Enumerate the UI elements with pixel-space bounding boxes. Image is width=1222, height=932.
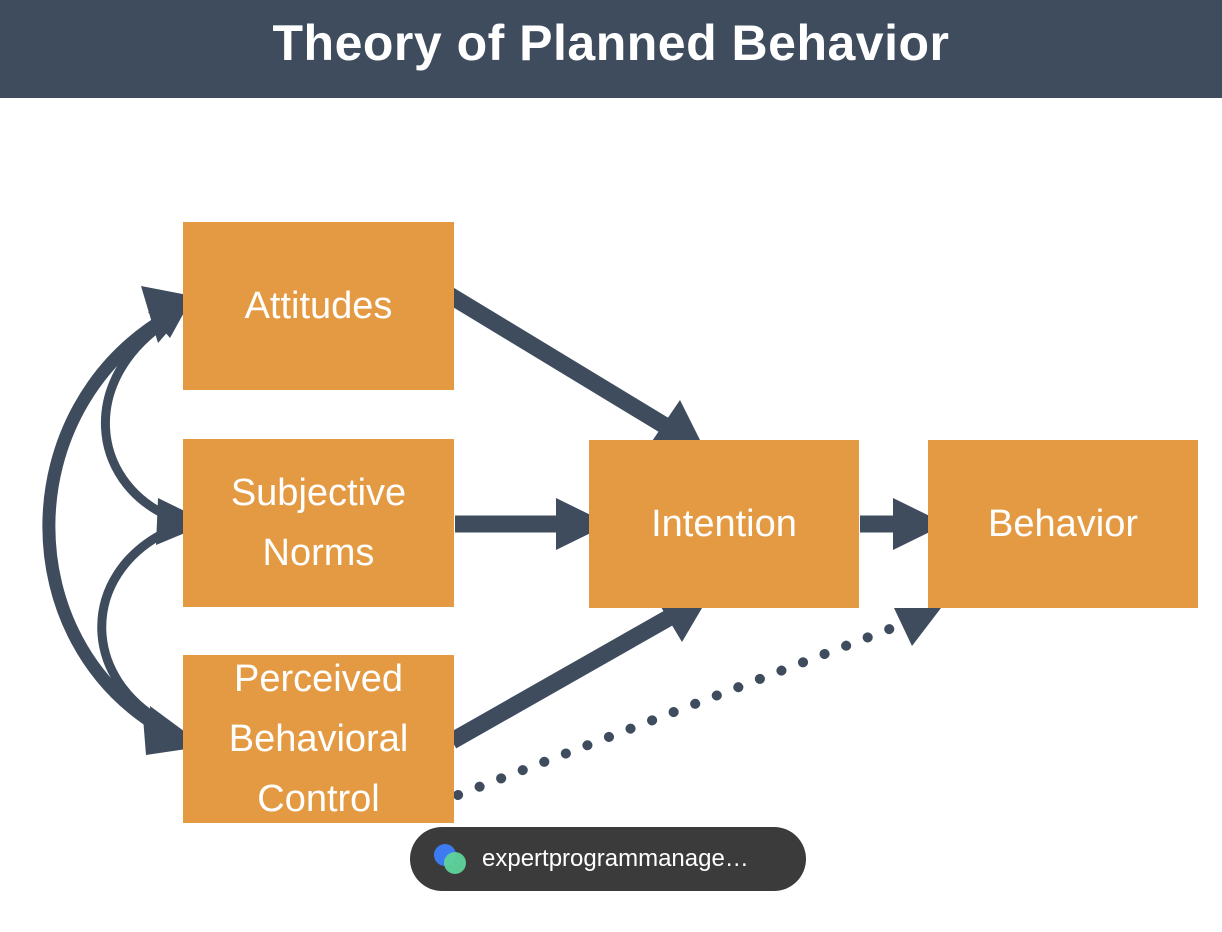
dotted-arrow-perceived-control-to-behavior	[453, 608, 941, 800]
node-intention-label: Intention	[651, 494, 797, 554]
node-label-line: Behavioral	[228, 718, 409, 760]
node-label-line: Control	[257, 778, 380, 820]
node-label-line: Behavior	[988, 503, 1138, 545]
source-link-text[interactable]: expertprogrammanage…	[482, 845, 749, 872]
node-label-line: Intention	[651, 503, 797, 545]
curved-arrow-subjective-norms-control	[97, 527, 171, 730]
node-subjective-norms: Subjective Norms	[183, 439, 454, 607]
arrow-perceived-control-to-intention	[447, 591, 712, 749]
arrow-attitudes-to-intention	[441, 285, 707, 454]
node-attitudes-label: Attitudes	[245, 276, 393, 336]
node-behavior: Behavior	[928, 440, 1198, 608]
node-label-line: Perceived	[234, 658, 403, 700]
arrow-intention-to-behavior	[860, 498, 946, 550]
node-label-line: Attitudes	[244, 285, 393, 327]
source-link-chip[interactable]: expertprogrammanage…	[410, 827, 806, 891]
title-banner: Theory of Planned Behavior	[0, 0, 1222, 98]
arrowhead-inner-upper-bottom	[156, 498, 209, 545]
node-perceived-behavioral-control-label: Perceived Behavioral Control	[229, 649, 409, 829]
curved-arrow-outer-attitudes-control	[42, 311, 172, 735]
node-perceived-behavioral-control: Perceived Behavioral Control	[183, 655, 454, 823]
node-label-line: Subjective	[230, 472, 407, 514]
arrow-subjective-norms-to-intention	[455, 498, 609, 550]
arrowhead-inner-upper-top	[148, 298, 192, 338]
node-attitudes: Attitudes	[183, 222, 454, 390]
curved-arrow-attitudes-subjective-norms	[101, 318, 170, 521]
node-label-line: Norms	[262, 532, 375, 574]
diagram-title: Theory of Planned Behavior	[272, 15, 950, 71]
site-favicon-icon	[434, 842, 468, 876]
node-behavior-label: Behavior	[988, 494, 1138, 554]
node-subjective-norms-label: Subjective Norms	[231, 463, 406, 583]
node-intention: Intention	[589, 440, 859, 608]
